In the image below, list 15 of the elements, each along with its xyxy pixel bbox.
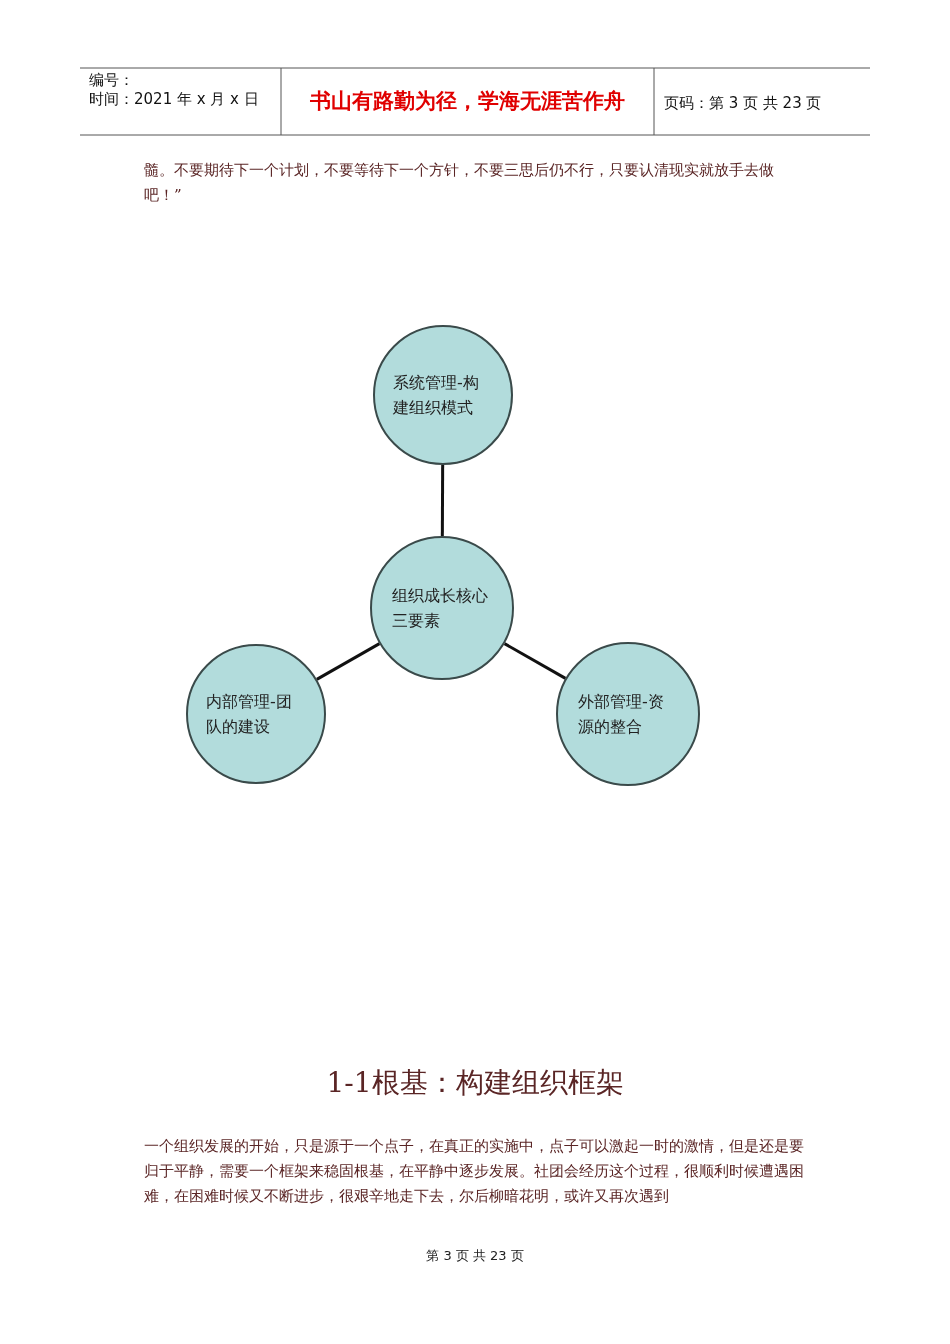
connector-line [440, 465, 445, 536]
field-label: 编号： [89, 70, 135, 91]
connector-line [503, 642, 567, 680]
motto-text: 书山有路勤为径，学海无涯苦作舟 [309, 88, 626, 115]
node-text: 外部管理-资源的整合 [578, 691, 665, 738]
page-number: 页码：第 3 页 共 23 页 [664, 93, 823, 114]
paragraph: 一个组织发展的开始，只是源于一个点子，在真正的实施中，点子可以激起一时的激情，但是还是要归于平静，需要一个框架来稳固根基，在平静中逐步发展。社团会经历这个过程，很顺利时候遭遇困难，在困难时候又不断进步，很艰辛地走下去，尔后柳暗花明，或许又再次遇到 [144, 1136, 805, 1207]
date-text: 时间：2021 年 x 月 x 日 [89, 89, 260, 110]
paragraph: 髓。不要期待下一个计划，不要等待下一个方针，不要三思后仍不行，只要认清现实就放手去做吧！” [144, 160, 775, 206]
node-text: 内部管理-团队的建设 [206, 691, 293, 738]
page-footer: 第 3 页 共 23 页 [144, 1246, 806, 1265]
node-text: 组织成长核心三要素 [392, 585, 489, 632]
node-text: 系统管理-构建组织模式 [393, 372, 480, 419]
connector-line [316, 642, 381, 681]
section-heading: 1-1根基：构建组织框架 [325, 1066, 625, 1100]
